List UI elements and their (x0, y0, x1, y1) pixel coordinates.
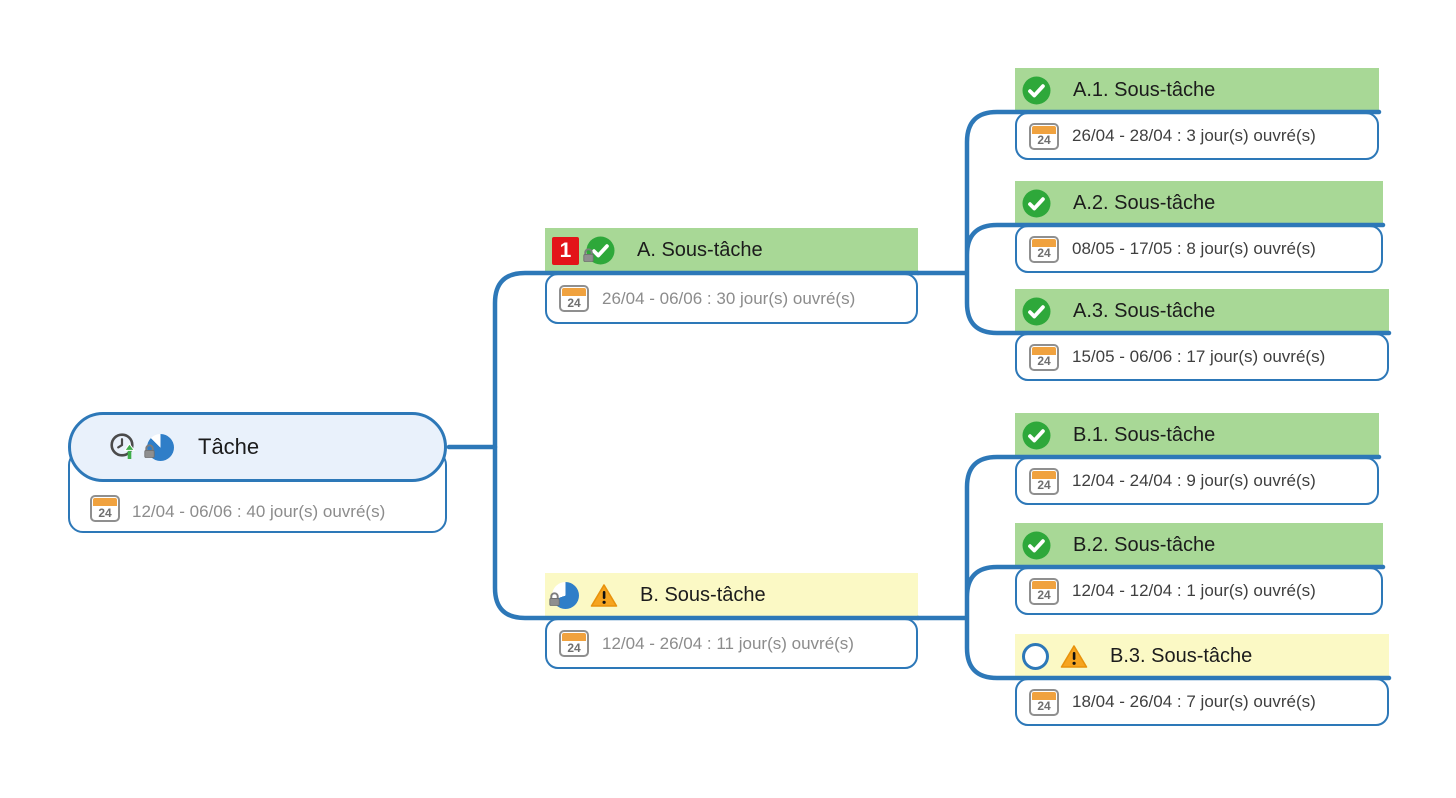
task-b-title: B. Sous-tâche (640, 584, 766, 606)
warning-icon (590, 583, 618, 608)
calendar-icon: 24 (559, 630, 589, 657)
calendar-icon: 24 (559, 285, 589, 312)
task-b1-header[interactable]: B.1. Sous-tâche (1015, 413, 1379, 457)
task-node-a3[interactable]: A.3. Sous-tâche 24 15/05 - 06/06 : 17 jo… (1015, 289, 1389, 381)
calendar-icon-day: 24 (1037, 354, 1051, 368)
task-node-b2[interactable]: B.2. Sous-tâche 24 12/04 - 12/04 : 1 jou… (1015, 523, 1383, 615)
calendar-icon-day: 24 (1037, 699, 1051, 713)
completed-icon (1022, 189, 1051, 218)
task-node-a[interactable]: 1 A. Sous-tâche 24 26/04 - (545, 228, 918, 324)
calendar-icon: 24 (1029, 688, 1059, 716)
calendar-icon-day: 24 (98, 505, 112, 520)
task-a2-dates[interactable]: 24 08/05 - 17/05 : 8 jour(s) ouvré(s) (1015, 225, 1383, 273)
task-b1-date-text: 12/04 - 24/04 : 9 jour(s) ouvré(s) (1072, 471, 1316, 490)
calendar-icon-day: 24 (1037, 478, 1051, 492)
calendar-icon-day: 24 (1037, 246, 1051, 260)
root-date-text: 12/04 - 06/06 : 40 jour(s) ouvré(s) (132, 502, 386, 521)
task-b2-header[interactable]: B.2. Sous-tâche (1015, 523, 1383, 567)
calendar-icon: 24 (1029, 235, 1059, 263)
task-a-title: A. Sous-tâche (637, 239, 763, 261)
warning-icon (1060, 644, 1088, 669)
priority-1-badge: 1 (552, 236, 579, 265)
calendar-icon-band (562, 633, 586, 641)
lock-icon (581, 248, 596, 268)
task-b1-title: B.1. Sous-tâche (1073, 423, 1216, 446)
task-b-dates[interactable]: 24 12/04 - 26/04 : 11 jour(s) ouvré(s) (545, 618, 918, 669)
calendar-icon: 24 (1029, 122, 1059, 150)
calendar-icon-band (1032, 346, 1056, 355)
task-b2-date-text: 12/04 - 12/04 : 1 jour(s) ouvré(s) (1072, 581, 1316, 600)
task-a3-title: A.3. Sous-tâche (1073, 299, 1216, 322)
clock-rollup-icon (109, 432, 139, 462)
task-b1-dates[interactable]: 24 12/04 - 24/04 : 9 jour(s) ouvré(s) (1015, 457, 1379, 505)
task-a3-date-text: 15/05 - 06/06 : 17 jour(s) ouvré(s) (1072, 347, 1326, 366)
completed-locked-icon (583, 236, 615, 265)
progress-pie-locked-icon (549, 582, 579, 609)
progress-pie-locked-icon (144, 433, 174, 461)
connector-root-bracket (492, 270, 921, 621)
calendar-icon-band (1032, 691, 1056, 700)
task-a3-dates[interactable]: 24 15/05 - 06/06 : 17 jour(s) ouvré(s) (1015, 333, 1389, 381)
task-b2-title: B.2. Sous-tâche (1073, 533, 1216, 556)
calendar-icon-day: 24 (1037, 588, 1051, 602)
task-node-a2[interactable]: A.2. Sous-tâche 24 08/05 - 17/05 : 8 jou… (1015, 181, 1383, 273)
task-node-b1[interactable]: B.1. Sous-tâche 24 12/04 - 24/04 : 9 jou… (1015, 413, 1379, 505)
root-task-header[interactable]: Tâche (68, 412, 447, 482)
completed-icon (1022, 76, 1051, 105)
task-a-dates[interactable]: 24 26/04 - 06/06 : 30 jour(s) ouvré(s) (545, 273, 918, 324)
task-node-a1[interactable]: A.1. Sous-tâche 24 26/04 - 28/04 : 3 jou… (1015, 68, 1379, 160)
calendar-icon-day: 24 (567, 295, 581, 310)
task-node-b3[interactable]: B.3. Sous-tâche 24 18/04 - 26/04 : 7 jou… (1015, 634, 1389, 726)
completed-icon (1022, 421, 1051, 450)
task-a1-dates[interactable]: 24 26/04 - 28/04 : 3 jour(s) ouvré(s) (1015, 112, 1379, 160)
root-task-title: Tâche (198, 434, 260, 459)
task-a-header[interactable]: 1 A. Sous-tâche (545, 228, 918, 273)
task-a2-header[interactable]: A.2. Sous-tâche (1015, 181, 1383, 225)
root-task-node[interactable]: 24 12/04 - 06/06 : 40 jour(s) ouvré(s) (68, 412, 447, 533)
calendar-icon: 24 (90, 495, 120, 522)
task-b3-header[interactable]: B.3. Sous-tâche (1015, 634, 1389, 678)
task-a2-date-text: 08/05 - 17/05 : 8 jour(s) ouvré(s) (1072, 239, 1316, 258)
not-started-icon (1022, 642, 1049, 670)
completed-icon (1022, 297, 1051, 326)
calendar-icon: 24 (1029, 467, 1059, 495)
task-b-header[interactable]: B. Sous-tâche (545, 573, 918, 618)
task-b3-date-text: 18/04 - 26/04 : 7 jour(s) ouvré(s) (1072, 692, 1316, 711)
task-a2-title: A.2. Sous-tâche (1073, 191, 1216, 214)
lock-icon (142, 443, 157, 464)
task-b2-dates[interactable]: 24 12/04 - 12/04 : 1 jour(s) ouvré(s) (1015, 567, 1383, 615)
task-a3-header[interactable]: A.3. Sous-tâche (1015, 289, 1389, 333)
lock-icon (547, 592, 562, 612)
task-b-date-text: 12/04 - 26/04 : 11 jour(s) ouvré(s) (602, 633, 854, 653)
calendar-icon: 24 (1029, 577, 1059, 605)
calendar-icon-day: 24 (1037, 133, 1051, 147)
task-a1-title: A.1. Sous-tâche (1073, 78, 1216, 101)
calendar-icon: 24 (1029, 343, 1059, 371)
task-a1-date-text: 26/04 - 28/04 : 3 jour(s) ouvré(s) (1072, 126, 1316, 145)
task-b3-title: B.3. Sous-tâche (1110, 644, 1253, 667)
calendar-icon-day: 24 (567, 640, 581, 655)
task-a-date-text: 26/04 - 06/06 : 30 jour(s) ouvré(s) (602, 288, 856, 308)
task-a1-header[interactable]: A.1. Sous-tâche (1015, 68, 1379, 112)
completed-icon (1022, 531, 1051, 560)
task-b3-dates[interactable]: 24 18/04 - 26/04 : 7 jour(s) ouvré(s) (1015, 678, 1389, 726)
calendar-icon-band (93, 498, 117, 506)
task-node-b[interactable]: B. Sous-tâche 24 12/04 - 26/04 : 11 jour… (545, 573, 918, 669)
